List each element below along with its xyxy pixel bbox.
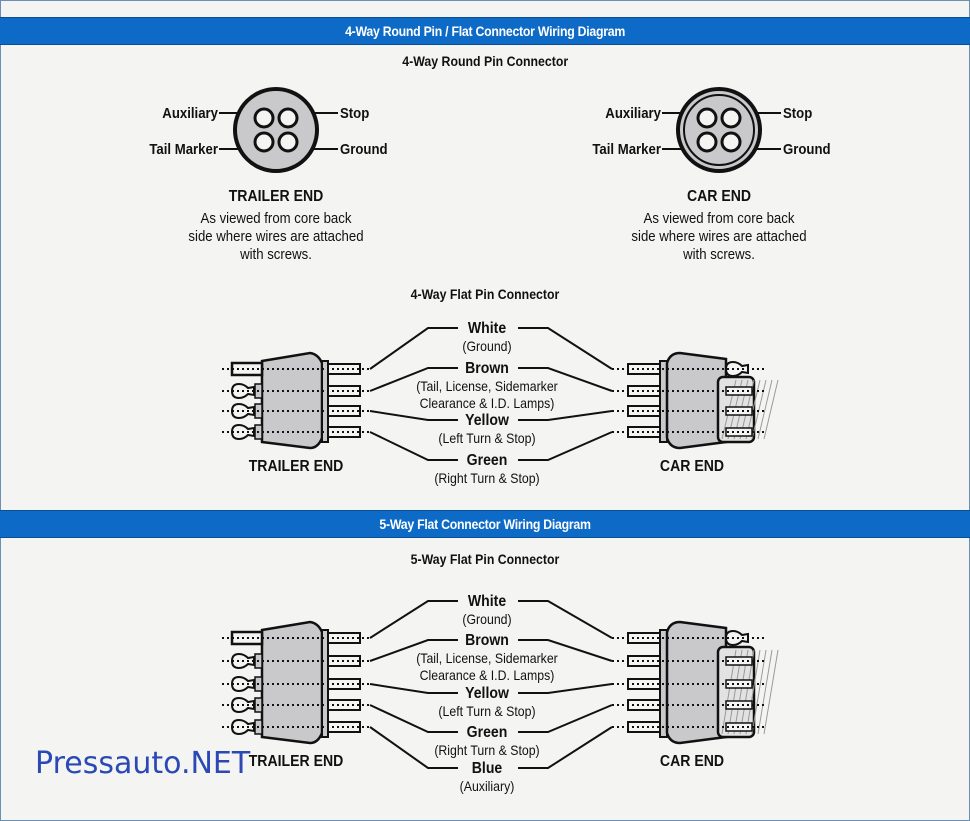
flat4-wire-leader-right (518, 367, 613, 392)
car-note-line: with screws. (682, 245, 755, 262)
flat4-wire-leader-right (518, 431, 613, 461)
trailer-pin-socket (253, 107, 275, 129)
flat4-wire-desc: (Right Turn & Stop) (434, 470, 539, 486)
flat5-wire-desc: (Left Turn & Stop) (438, 703, 535, 719)
trailer-round-body (233, 87, 319, 173)
car-pin-socket (720, 107, 742, 129)
flat5-wire-desc: (Ground) (462, 611, 511, 627)
trailer-label-auxiliary: Auxiliary (162, 104, 218, 121)
flat4-wire-leader-right (518, 327, 613, 370)
flat5-car-hatch-line (745, 649, 761, 735)
car-label-tail-marker: Tail Marker (592, 140, 661, 157)
flat5-wire-desc: (Right Turn & Stop) (434, 742, 539, 758)
flat4-wire-desc: (Tail, License, Sidemarker (416, 378, 558, 394)
trailer-note-line: As viewed from core back (201, 209, 353, 226)
round-pin-title: 4-Way Round Pin Connector (0, 53, 970, 69)
flat5-car-hatch-line (763, 649, 779, 735)
watermark: Pressauto.NET (35, 746, 251, 781)
flat5-wire-color-green: Green (467, 723, 508, 741)
trailer-end-label: TRAILER END (229, 187, 324, 205)
flat4-car-hatch-line (763, 379, 779, 440)
car-pin-socket (696, 131, 718, 153)
trailer-pin-socket (253, 131, 275, 153)
car-round-body (676, 87, 762, 173)
trailer-pin-socket (277, 131, 299, 153)
flat5-wire-leader-right (518, 683, 613, 694)
flat4-wire-color-white: White (468, 319, 506, 337)
flat5-wire-desc: (Tail, License, Sidemarker (416, 650, 558, 666)
flat5-wire-leader-left (369, 683, 458, 694)
car-note-line: As viewed from core back (644, 209, 796, 226)
flat4-car-end-label: CAR END (660, 457, 724, 475)
trailer-note-line: with screws. (239, 245, 312, 262)
trailer-label-stop: Stop (340, 104, 370, 121)
flat4-wire-leader-left (369, 410, 458, 421)
flat5-wire-leader-left (369, 600, 458, 639)
flat5-wire-color-white: White (468, 592, 506, 610)
car-round-inner-ring (683, 94, 755, 166)
trailer-label-ground: Ground (340, 140, 388, 157)
flat5-wire-leader-left (369, 726, 458, 769)
car-label-stop: Stop (783, 104, 813, 121)
car-end-label: CAR END (687, 187, 751, 205)
flat5-wire-color-brown: Brown (465, 631, 509, 649)
flat4-title: 4-Way Flat Pin Connector (411, 286, 560, 302)
section1-banner: 4-Way Round Pin / Flat Connector Wiring … (0, 17, 970, 45)
round-pin-title-text: 4-Way Round Pin Connector (402, 53, 568, 69)
flat4-wire-leader-left (369, 431, 458, 461)
flat4-wire-color-brown: Brown (465, 359, 509, 377)
flat4-wire-desc: (Left Turn & Stop) (438, 430, 535, 446)
flat5-wire-leader-right (518, 726, 613, 769)
section2-banner-text: 5-Way Flat Connector Wiring Diagram (379, 516, 591, 532)
flat5-wire-desc: (Auxiliary) (460, 778, 515, 794)
flat5-wire-leader-right (518, 600, 613, 639)
car-pin-socket (696, 107, 718, 129)
flat5-wire-leader-left (369, 704, 458, 733)
flat4-wire-desc: Clearance & I.D. Lamps) (420, 395, 555, 411)
flat4-trailer-end-label: TRAILER END (249, 457, 344, 475)
flat5-car-hatch-line (757, 649, 773, 735)
flat5-wire-desc: Clearance & I.D. Lamps) (420, 667, 555, 683)
flat5-trailer-end-label: TRAILER END (249, 752, 344, 770)
flat4-car-hatch-line (757, 379, 773, 440)
flat5-wire-leader-right (518, 704, 613, 733)
flat4-car-hatch-line (751, 379, 767, 440)
trailer-label-tail-marker: Tail Marker (149, 140, 218, 157)
trailer-pin-socket (277, 107, 299, 129)
car-note-line: side where wires are attached (631, 227, 806, 244)
flat5-trailer-body (260, 620, 324, 745)
flat4-wire-color-yellow: Yellow (465, 411, 509, 429)
flat5-car-hatch-line (751, 649, 767, 735)
flat4-wire-leader-left (369, 327, 458, 370)
flat4-trailer-collar (321, 360, 329, 443)
flat5-wire-leader-right (518, 639, 613, 662)
section1-banner-text: 4-Way Round Pin / Flat Connector Wiring … (344, 23, 625, 39)
car-label-auxiliary: Auxiliary (605, 104, 661, 121)
flat5-wire-color-yellow: Yellow (465, 684, 509, 702)
trailer-note-line: side where wires are attached (188, 227, 363, 244)
car-pin-socket (720, 131, 742, 153)
flat5-car-end-label: CAR END (660, 752, 724, 770)
flat5-wire-color-blue: Blue (472, 759, 502, 777)
flat4-trailer-body (260, 351, 324, 450)
flat4-wire-leader-right (518, 410, 613, 421)
flat4-wire-color-green: Green (467, 451, 508, 469)
section2-banner: 5-Way Flat Connector Wiring Diagram (0, 510, 970, 538)
flat4-wire-leader-left (369, 367, 458, 392)
car-label-ground: Ground (783, 140, 831, 157)
flat5-wire-leader-left (369, 639, 458, 662)
flat4-wire-desc: (Ground) (462, 338, 511, 354)
flat5-title: 5-Way Flat Pin Connector (411, 551, 560, 567)
